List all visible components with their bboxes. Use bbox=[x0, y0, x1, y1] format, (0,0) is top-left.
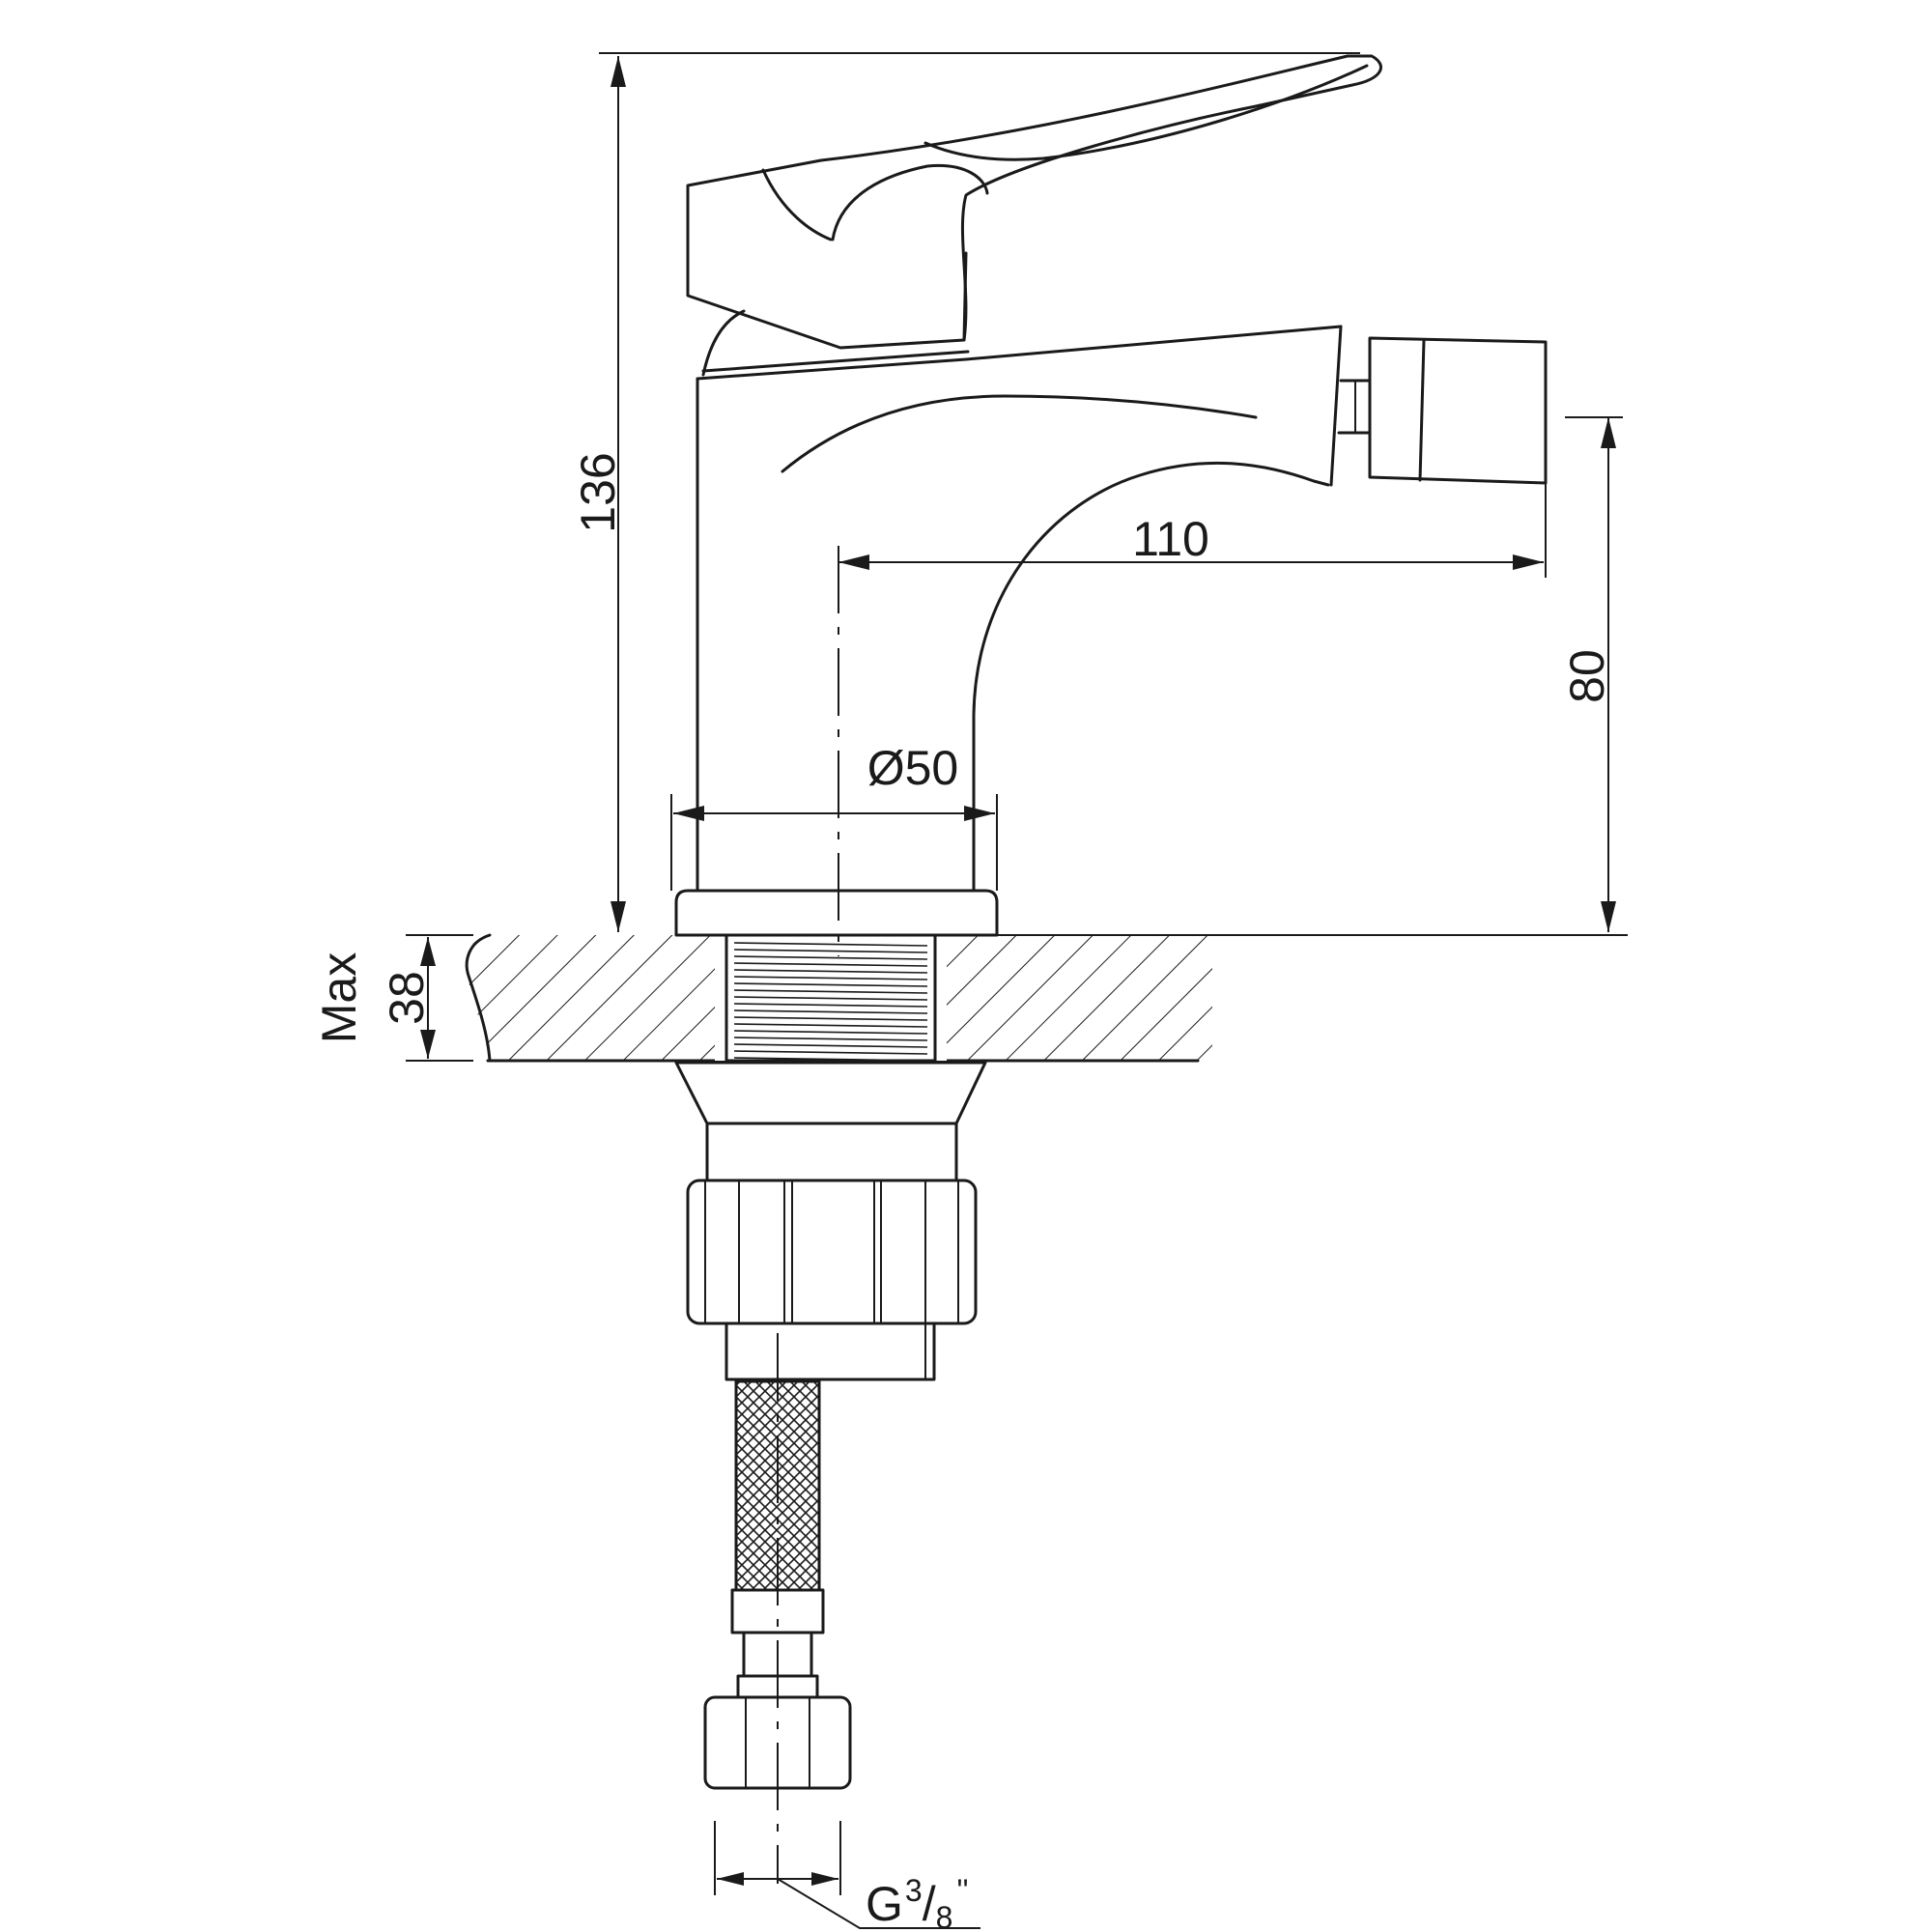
threaded-shank bbox=[715, 933, 947, 1063]
thread-line bbox=[733, 1016, 928, 1021]
shank-threads bbox=[733, 942, 928, 1062]
thread-line bbox=[733, 996, 928, 1001]
thread-line bbox=[733, 1043, 928, 1048]
dimension-spout-height: 80 bbox=[966, 416, 1628, 936]
dimension-spout-reach: 110 bbox=[838, 483, 1547, 578]
dimension-total-height: 136 bbox=[571, 52, 1360, 932]
thread-line bbox=[733, 1003, 928, 1008]
thread-line bbox=[733, 1030, 928, 1035]
dimension-max-label: Max bbox=[312, 952, 366, 1043]
dimension-136-label: 136 bbox=[571, 452, 625, 532]
fixing-nut-assembly bbox=[674, 1061, 987, 1381]
thread-line bbox=[733, 949, 928, 953]
thread-line bbox=[733, 962, 928, 967]
thread-line bbox=[733, 955, 928, 960]
dimension-base-diameter: Ø50 bbox=[670, 741, 998, 891]
thread-line bbox=[733, 976, 928, 980]
thread-line bbox=[733, 1037, 928, 1041]
faucet-body bbox=[674, 309, 1548, 937]
dimension-38-label: 38 bbox=[380, 971, 434, 1025]
thread-size-label: G3/8'' bbox=[866, 1873, 969, 1932]
thread-line bbox=[733, 1023, 928, 1028]
dimension-diameter-label: Ø50 bbox=[867, 741, 959, 795]
thread-line bbox=[733, 1057, 928, 1062]
dimension-110-label: 110 bbox=[1132, 512, 1209, 566]
lever-handle bbox=[686, 54, 1382, 350]
thread-line bbox=[733, 969, 928, 974]
dimension-80-label: 80 bbox=[1560, 649, 1614, 703]
dimension-max-thickness: 38 Max bbox=[312, 934, 473, 1062]
thread-line bbox=[733, 982, 928, 987]
dimension-thread: G3/8'' bbox=[714, 1821, 980, 1932]
thread-line bbox=[733, 1009, 928, 1014]
thread-line bbox=[733, 1050, 928, 1055]
thread-line bbox=[733, 942, 928, 947]
centre-lines bbox=[777, 546, 839, 1884]
thread-line bbox=[733, 989, 928, 994]
